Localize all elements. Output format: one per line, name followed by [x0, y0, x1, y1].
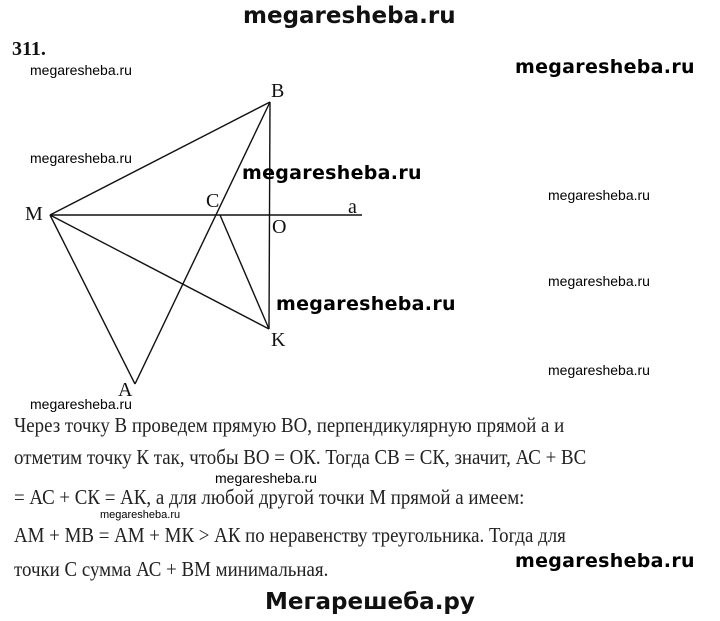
- solution-line: точки С сумма АС + ВМ минимальная.: [14, 557, 329, 581]
- label-A: A: [118, 379, 133, 401]
- segment-CK: [219, 214, 270, 330]
- segment-MK: [49, 214, 270, 330]
- watermark: megaresheba.ru: [548, 273, 650, 289]
- watermark: megaresheba.ru: [548, 187, 650, 203]
- watermark-bold: megaresheba.ru: [515, 550, 695, 572]
- watermark: megaresheba.ru: [30, 150, 132, 166]
- watermark: megaresheba.ru: [548, 362, 650, 378]
- watermark: megaresheba.ru: [100, 509, 181, 521]
- label-B: B: [271, 80, 285, 102]
- label-M: M: [25, 203, 43, 225]
- problem-number: 311.: [12, 38, 46, 60]
- site-title[interactable]: megaresheba.ru: [243, 3, 456, 29]
- watermark: megaresheba.ru: [30, 62, 132, 78]
- label-O: O: [272, 216, 287, 238]
- segment-AB: [134, 101, 271, 385]
- watermark-bold: megaresheba.ru: [276, 293, 456, 315]
- label-a: a: [348, 196, 357, 218]
- solution-line: = АС + СК = АК, а для любой другой точки…: [14, 485, 525, 509]
- watermark-bold: megaresheba.ru: [242, 162, 422, 184]
- label-C: C: [206, 190, 220, 212]
- footer-site-title[interactable]: Мегарешеба.ру: [265, 589, 475, 615]
- segment-MB: [49, 101, 271, 216]
- solution-line: отметим точку К так, чтобы ВО = ОК. Тогд…: [14, 445, 587, 469]
- solution-line: АМ + МВ = АМ + МК > АК по неравенству тр…: [14, 523, 566, 547]
- segment-MA: [49, 214, 136, 385]
- solution-line: Через точку В проведем прямую ВО, перпен…: [14, 413, 565, 437]
- watermark: megaresheba.ru: [215, 470, 317, 486]
- watermark: megaresheba.ru: [30, 396, 132, 412]
- label-K: K: [271, 329, 286, 351]
- segment-BK: [268, 101, 271, 330]
- watermark-bold: megaresheba.ru: [515, 56, 695, 78]
